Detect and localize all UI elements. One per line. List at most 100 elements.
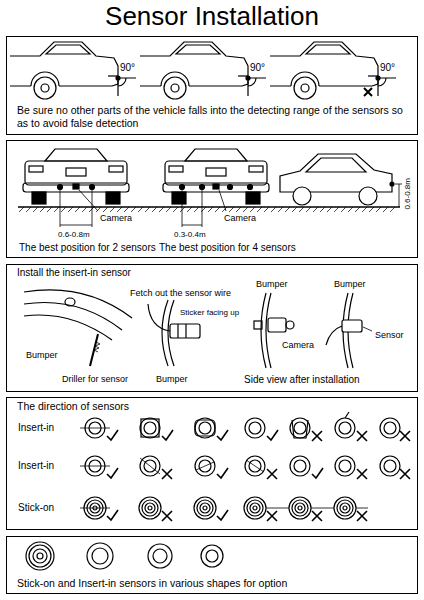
sensor-dot: [248, 185, 253, 190]
dimension-line: [182, 190, 202, 227]
check-mark: [107, 430, 118, 440]
bumper-curve: [24, 290, 132, 340]
part-label: Camera: [100, 213, 132, 224]
cross-mark: [267, 511, 277, 521]
sensor-body: [170, 324, 200, 338]
panel-text: The best position for 4 sensors: [159, 242, 309, 254]
camera-mount: [254, 321, 262, 329]
sensor-dot: [200, 185, 205, 190]
car-rear: [23, 149, 129, 204]
camera-icon: [73, 184, 79, 189]
check-mark: [217, 510, 228, 520]
page-title: Sensor Installation: [0, 1, 424, 32]
ring-sensor: [290, 418, 310, 438]
cross-mark: [312, 431, 322, 441]
cross-mark: [357, 431, 367, 441]
sensor-dot: [390, 182, 394, 186]
check-mark: [217, 468, 228, 478]
cross-mark: [162, 511, 172, 521]
check-mark: [107, 510, 118, 520]
cross-mark: [312, 511, 322, 521]
ring-sensor: [290, 456, 310, 476]
sensor-shape: [206, 550, 218, 562]
sensor-shape: [29, 545, 51, 567]
sensor-dot: [228, 185, 233, 190]
stick-sensor: [194, 497, 216, 519]
ring-sensor: [195, 418, 215, 438]
sensor-shape: [26, 542, 54, 570]
panel-text: The direction of sensors: [17, 400, 237, 413]
part-label: Insert-in: [18, 460, 54, 472]
dimension-line: [395, 184, 402, 207]
panel-text: The best position for 2 sensors: [19, 242, 159, 254]
cross-mark: [400, 431, 410, 441]
camera-icon: [213, 184, 219, 189]
panel-text: Install the insert-in sensor: [17, 267, 237, 279]
drill-hole: [65, 298, 75, 306]
part-label: 0.3-0.4m: [174, 230, 206, 240]
sensor-shape: [92, 548, 108, 564]
part-label: 90°: [380, 62, 395, 74]
sensor-body: [342, 320, 362, 332]
sensor-shape: [87, 543, 113, 569]
check-mark: [267, 430, 278, 440]
car-side: [10, 42, 136, 99]
wheel: [359, 187, 377, 205]
direction-line: [140, 458, 264, 474]
check-mark: [217, 430, 228, 440]
sensor-wire: [326, 326, 342, 345]
sensor-dot: [180, 185, 185, 190]
ring-sensor: [335, 418, 355, 438]
ring-sensor: [245, 418, 265, 438]
part-label: Stick-on: [18, 502, 54, 514]
part-label: 0.6-0.8m: [58, 230, 90, 240]
part-label: Sensor: [375, 330, 404, 341]
leader-line: [363, 327, 372, 331]
check-mark: [107, 468, 118, 478]
car-side: [270, 42, 396, 99]
sensor-housing: [292, 420, 308, 438]
ring-sensor: [335, 456, 355, 476]
ground-hatch: [19, 207, 395, 212]
part-label: 90°: [250, 62, 265, 74]
check-mark: [312, 468, 323, 478]
panel-box: The direction of sensors: [6, 397, 418, 530]
sensor-shape: [148, 544, 172, 568]
stick-sensor: [289, 497, 311, 519]
panel-text: Be sure no other parts of the vehicle fa…: [17, 104, 409, 129]
cross-mark: [357, 469, 367, 479]
cross-mark: [162, 469, 172, 479]
part-label: Bumper: [26, 350, 58, 361]
part-label: 0.6-0.8m: [403, 178, 413, 210]
ring-sensor: [85, 418, 105, 438]
part-label: Side view after installation: [244, 374, 360, 386]
panel-box: Stick-on and Insert-in sensors in variou…: [6, 536, 418, 594]
cross-mark: [400, 469, 410, 479]
wheel: [293, 187, 311, 205]
sensor-shape: [153, 549, 167, 563]
part-label: Bumper: [256, 279, 288, 290]
sensor-shape: [201, 545, 223, 567]
part-label: Camera: [282, 340, 314, 351]
stick-sensor: [84, 497, 106, 519]
sensor-shape: [33, 549, 47, 563]
stick-sensor: [334, 497, 356, 519]
cross-mark: [357, 511, 367, 521]
part-label: Sticker facing up: [180, 308, 239, 318]
sensor-wire: [148, 304, 170, 331]
sensor-dot: [90, 185, 95, 190]
camera-body: [268, 318, 286, 332]
camera-lens: [286, 321, 294, 329]
ground-line: [18, 206, 400, 208]
ring-sensor: [380, 418, 400, 438]
sensor-rings: [178, 324, 186, 338]
check-mark: [162, 430, 173, 440]
drill-twist: [94, 342, 100, 352]
part-label: Driller for sensor: [62, 374, 128, 385]
part-label: 90°: [120, 62, 135, 74]
leader-line: [79, 190, 226, 211]
stick-sensor: [244, 497, 266, 519]
sensor-dot: [58, 185, 63, 190]
